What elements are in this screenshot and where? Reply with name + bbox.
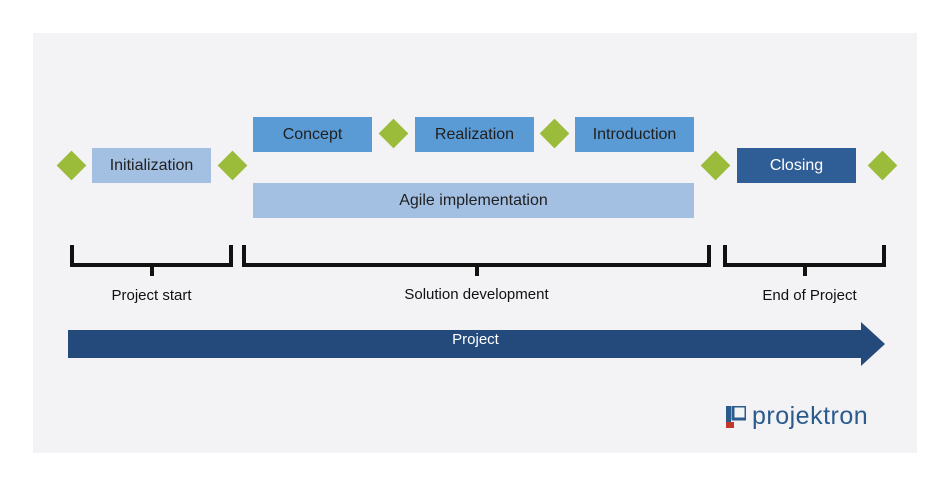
projektron-logo-icon [726, 405, 746, 428]
agile-implementation-box: Agile implementation [253, 183, 694, 218]
projektron-logo: projektron [726, 402, 868, 431]
bracket-project-start [70, 245, 233, 276]
concept-box: Concept [253, 117, 372, 152]
bracket-end-of-project [723, 245, 886, 276]
projektron-logo-text: projektron [752, 402, 869, 430]
realization-box: Realization [415, 117, 534, 152]
project-arrow-label: Project [452, 331, 499, 348]
label-end-of-project: End of Project [762, 287, 857, 304]
label-solution-development: Solution development [404, 286, 549, 303]
diagram-panel [33, 33, 917, 453]
initialization-box: Initialization [92, 148, 211, 183]
introduction-box: Introduction [575, 117, 694, 152]
closing-box: Closing [737, 148, 856, 183]
bracket-solution-development [242, 245, 711, 276]
label-project-start: Project start [111, 287, 192, 304]
project-arrow [68, 322, 885, 366]
